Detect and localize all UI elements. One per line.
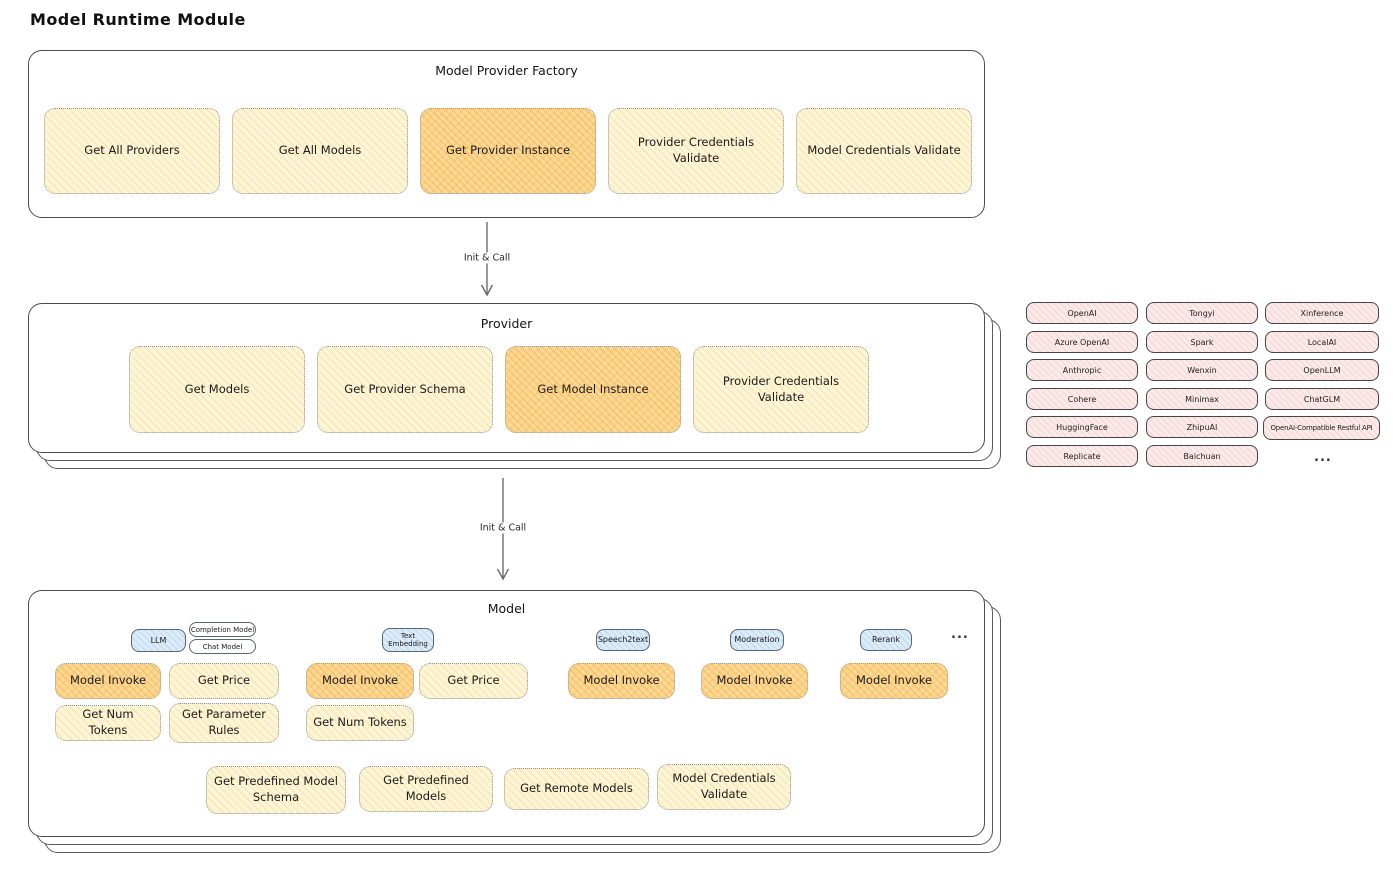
provider-chip-tongyi: Tongyi [1146,302,1258,324]
provider-chip-chatglm: ChatGLM [1265,388,1379,410]
node-get-remote-models: Get Remote Models [504,768,649,810]
provider-chip-anthropic: Anthropic [1026,359,1138,381]
provider-chip-openai: OpenAI [1026,302,1138,324]
node-llm-get-parameter-rules: Get Parameter Rules [169,703,279,743]
provider-chip-spark: Spark [1146,331,1258,353]
provider-chip-xinference: Xinference [1265,302,1379,324]
model-box: Model LLM Completion Model Chat Model Mo… [28,590,985,837]
model-provider-factory-title: Model Provider Factory [435,63,578,78]
node-model-credentials-validate-factory: Model Credentials Validate [796,108,972,194]
model-subtype-completion-pill: Completion Model [189,622,256,637]
provider-chip-baichuan: Baichuan [1146,445,1258,467]
model-type-rerank-pill: Rerank [860,629,912,651]
provider-box: Provider Get Models Get Provider Schema … [28,303,985,453]
arrow-label-init-call-1: Init & Call [460,252,514,264]
node-moderation-model-invoke: Model Invoke [701,663,808,699]
page-title: Model Runtime Module [30,10,246,29]
model-title: Model [487,601,526,616]
node-llm-model-invoke: Model Invoke [55,663,161,699]
provider-chip-cohere: Cohere [1026,388,1138,410]
node-model-credentials-validate-model: Model Credentials Validate [657,764,791,810]
providers-ellipsis: ... [1314,450,1332,465]
provider-chip-zhipuai: ZhipuAI [1146,416,1258,438]
node-get-provider-instance: Get Provider Instance [420,108,596,194]
provider-chip-minimax: Minimax [1146,388,1258,410]
node-text-embedding-model-invoke: Model Invoke [306,663,414,699]
node-provider-credentials-validate-factory: Provider Credentials Validate [608,108,784,194]
node-get-predefined-models: Get Predefined Models [359,766,493,812]
model-types-ellipsis: ... [951,627,969,642]
model-provider-factory-box: Model Provider Factory Get All Providers… [28,50,985,218]
model-type-moderation-pill: Moderation [730,629,784,651]
provider-chip-localai: LocalAI [1265,331,1379,353]
model-type-text-embedding-pill: Text Embedding [382,628,434,652]
node-get-predefined-model-schema: Get Predefined Model Schema [206,766,346,814]
provider-chip-huggingface: HuggingFace [1026,416,1138,438]
node-provider-credentials-validate-provider: Provider Credentials Validate [693,346,869,433]
provider-chip-openllm: OpenLLM [1265,359,1379,381]
node-speech2text-model-invoke: Model Invoke [568,663,675,699]
provider-chip-azure-openai: Azure OpenAI [1026,331,1138,353]
model-type-llm-pill: LLM [131,629,186,652]
provider-chip-openai-compatible-restful-api: OpenAI-Compatible Restful API [1263,416,1380,440]
node-get-all-models: Get All Models [232,108,408,194]
node-text-embedding-get-price: Get Price [419,663,528,699]
node-get-models: Get Models [129,346,305,433]
node-llm-get-num-tokens: Get Num Tokens [55,705,161,741]
provider-chip-wenxin: Wenxin [1146,359,1258,381]
node-get-provider-schema: Get Provider Schema [317,346,493,433]
node-llm-get-price: Get Price [169,663,279,699]
node-get-all-providers: Get All Providers [44,108,220,194]
provider-chip-replicate: Replicate [1026,445,1138,467]
node-text-embedding-get-num-tokens: Get Num Tokens [306,705,414,741]
node-get-model-instance: Get Model Instance [505,346,681,433]
node-rerank-model-invoke: Model Invoke [840,663,948,699]
provider-title: Provider [480,316,533,331]
model-type-speech2text-pill: Speech2text [596,629,650,651]
model-subtype-chat-pill: Chat Model [189,639,256,654]
arrow-label-init-call-2: Init & Call [476,522,530,534]
